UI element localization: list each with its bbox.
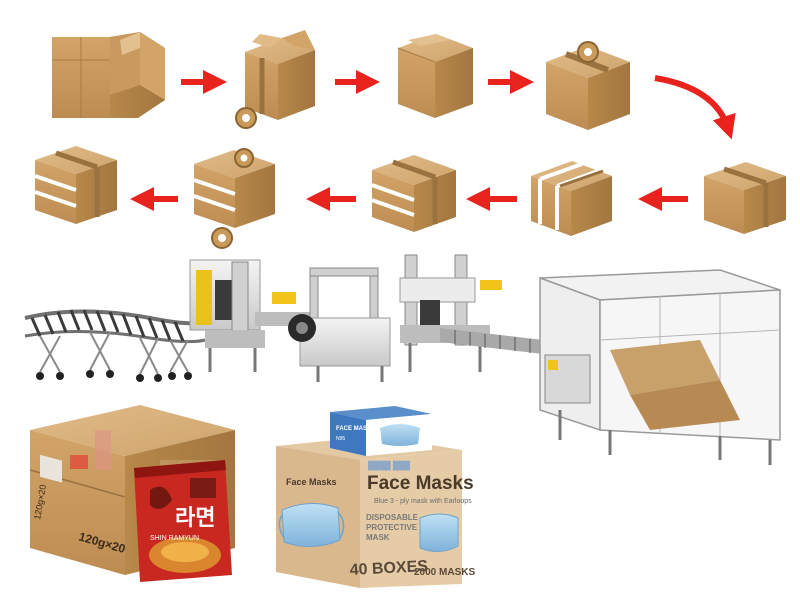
step-2-box-bottom-taping (235, 30, 315, 129)
packaging-machine-line (24, 254, 781, 465)
case-erector-machine (539, 269, 781, 465)
step-6-box-strapped (531, 161, 612, 236)
mask-retail-box: FACE MASKS N95 (330, 406, 432, 456)
mask-box-title: FACE MASKS (336, 426, 375, 432)
side-sealing-machine (189, 259, 265, 372)
mask-case-line2: PROTECTIVE (366, 523, 418, 532)
mask-case-line1: DISPOSABLE (366, 513, 419, 522)
top-sealing-machine (399, 254, 502, 372)
mask-case-brand: ████ ███ (368, 460, 410, 471)
strapping-machine (288, 267, 391, 382)
ramen-carton-product: 120g×20 120g×20 라면 SHIN RAMYUN (29, 405, 235, 582)
step-1-box-open (52, 32, 165, 118)
mask-illustration-right (419, 513, 459, 552)
step-3-box-filled (397, 34, 473, 118)
ramen-package: 라면 SHIN RAMYUN (134, 460, 232, 582)
flexible-roller-conveyor (24, 309, 206, 382)
step-8-box-side-taping (193, 148, 275, 249)
mask-illustration-left (281, 503, 341, 547)
blurred-brand-mark (95, 430, 111, 470)
ramen-korean-text: 라면 (175, 505, 215, 530)
yellow-guide (272, 292, 296, 304)
mask-case-line3: MASK (366, 533, 390, 542)
step-9-box-finished (34, 146, 117, 224)
ramen-small-text: SHIN RAMYUN (150, 535, 199, 542)
step-5-box-sealed (704, 162, 786, 234)
mask-case-subtitle: Blue 3 - ply mask with Earloops (374, 498, 472, 505)
step-4-box-top-taping (546, 41, 630, 130)
mask-box-small: N95 (336, 436, 345, 442)
mask-case-title: Face Masks (367, 473, 474, 494)
mask-case-count-boxes: 40 BOXES (349, 558, 428, 579)
mask-case-count-masks: 2000 MASKS (414, 567, 475, 578)
face-mask-carton-product: FACE MASKS N95 Face Masks ████ ███ Face … (276, 406, 475, 588)
arrow-4-curved (654, 75, 736, 140)
step-7-box-strapped-taped (371, 155, 456, 232)
mask-case-title-left: Face Masks (286, 477, 337, 487)
